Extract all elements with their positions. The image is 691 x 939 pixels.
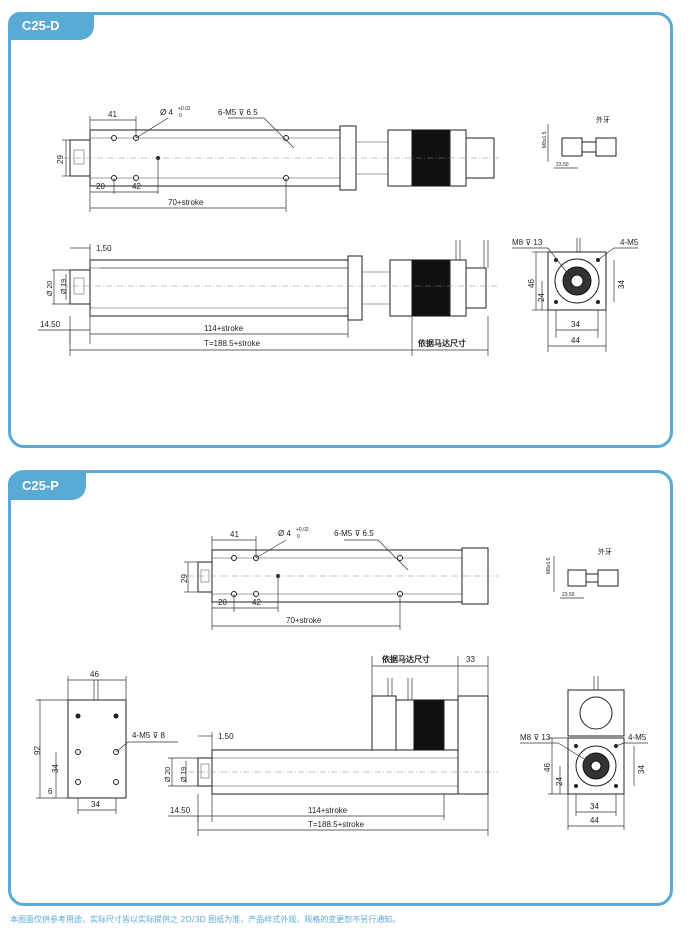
- dim-hole-tol: +0.02: [178, 106, 191, 112]
- dim-41: 41: [108, 110, 117, 119]
- dim-34-v: 34: [617, 280, 626, 289]
- dim-24-p: 24: [555, 777, 564, 786]
- dim-70-stroke: 70+stroke: [168, 198, 204, 207]
- dim-70-stroke-p: 70+stroke: [286, 616, 322, 625]
- dim-total-p: T=188.5+stroke: [308, 820, 365, 829]
- drawing-c25-p: 41 Ø 4 +0.02 0 6-M5 ⊽ 6.5 29 20 42 70+st…: [33, 527, 648, 836]
- dim-m5-holes-p: 6-M5 ⊽ 6.5: [334, 529, 374, 538]
- dim-4-m5-p: 4-M5: [628, 733, 647, 742]
- c25-d-top-view: 41 Ø 4 +0.02 0 6-M5 ⊽ 6.5 29 20 42 70+st…: [56, 106, 500, 212]
- dim-29: 29: [56, 155, 65, 164]
- dim-m8-p: M8 ⊽ 13: [520, 733, 551, 742]
- thread-spec: M8x1.5: [542, 131, 548, 148]
- dim-34-p-v: 34: [51, 764, 60, 773]
- dim-hole-tol-p: +0.02: [296, 527, 309, 533]
- dim-m5-8: 4-M5 ⊽ 8: [132, 731, 166, 740]
- panel-c25-d: [8, 12, 673, 448]
- dim-46-end-p: 46: [543, 763, 552, 772]
- footer-disclaimer: 本图面仅供参考用途，实际尺寸皆以实际提供之 2D/3D 图纸为准，产品样式外观、…: [10, 915, 401, 924]
- c25-p-end-view: M8 ⊽ 13 4-M5 46 24 34 34 44: [520, 676, 648, 830]
- c25-p-thread-detail: M8x1.5 外牙 23.50: [546, 547, 619, 599]
- dim-114-stroke: 114+stroke: [204, 324, 244, 333]
- dim-34-p-h: 34: [91, 800, 100, 809]
- panel-c25-p: [8, 470, 673, 906]
- c25-d-side-view: 1.50 Ø 20 Ø 19 14.50 114+stroke T=188.5+…: [38, 240, 498, 356]
- dim-46-p: 46: [90, 670, 99, 679]
- drawing-c25-d: 41 Ø 4 +0.02 0 6-M5 ⊽ 6.5 29 20 42 70+st…: [38, 106, 639, 356]
- dim-44-p: 44: [590, 816, 599, 825]
- c25-p-flange-view: 46 92 34 6 34 4-M5 ⊽ 8: [33, 670, 178, 814]
- c25-p-side-view: 依据马达尺寸 33 1.50 Ø 20 Ø 19 14.50 114+strok…: [165, 654, 498, 836]
- thread-label-p: 外牙: [598, 547, 612, 556]
- dim-phi19: Ø 19: [61, 279, 68, 294]
- dim-44: 44: [571, 336, 580, 345]
- mount-hole: [133, 175, 139, 181]
- dim-hole: Ø 4: [160, 108, 173, 117]
- dim-42-p: 42: [252, 598, 261, 607]
- dim-20-p: 20: [218, 598, 227, 607]
- dim-24: 24: [537, 293, 546, 302]
- dim-hole-tol0: 0: [179, 113, 182, 119]
- dim-hole-p: Ø 4: [278, 529, 291, 538]
- dim-42: 42: [132, 182, 141, 191]
- dim-total: T=188.5+stroke: [204, 339, 261, 348]
- dim-20: 20: [96, 182, 105, 191]
- dim-1-50-p: 1.50: [218, 732, 234, 741]
- dim-hole-tol0-p: 0: [297, 534, 300, 540]
- c25-p-top-view: 41 Ø 4 +0.02 0 6-M5 ⊽ 6.5 29 20 42 70+st…: [180, 527, 498, 630]
- thread-spec-p: M8x1.5: [546, 557, 552, 574]
- mount-hole: [283, 135, 289, 141]
- dim-34-end-h: 34: [590, 802, 599, 811]
- dim-34-h: 34: [571, 320, 580, 329]
- dim-phi20: Ø 20: [47, 281, 54, 296]
- dim-14-50-p: 14.50: [170, 806, 191, 815]
- c25-d-thread-detail: M8x1.5 外牙 23.50: [542, 115, 617, 169]
- dim-29-p: 29: [180, 574, 189, 583]
- dim-46: 46: [527, 279, 536, 288]
- panel-tab-c25-d: C25-D: [8, 12, 94, 40]
- mount-hole: [111, 135, 117, 141]
- panel-tab-c25-p: C25-P: [8, 472, 86, 500]
- thread-len-p: 23.50: [562, 592, 575, 598]
- dim-41-p: 41: [230, 530, 239, 539]
- dim-phi20-p: Ø 20: [165, 767, 172, 782]
- dim-phi19-p: Ø 19: [181, 767, 188, 782]
- thread-label: 外牙: [596, 115, 610, 124]
- c25-d-end-view: M8 ⊽ 13 4-M5 46 24 34 34 44: [512, 238, 639, 352]
- dim-14-50: 14.50: [40, 320, 61, 329]
- dim-motor-size-p: 依据马达尺寸: [382, 654, 430, 664]
- dim-m5-holes: 6-M5 ⊽ 6.5: [218, 108, 258, 117]
- dim-6: 6: [48, 787, 53, 796]
- dim-motor-size: 依据马达尺寸: [418, 338, 466, 348]
- dim-92: 92: [33, 746, 42, 755]
- dim-114-stroke-p: 114+stroke: [308, 806, 348, 815]
- dim-1-50: 1.50: [96, 244, 112, 253]
- thread-len: 23.50: [556, 162, 569, 168]
- dim-33: 33: [466, 655, 475, 664]
- dim-34-end-v: 34: [637, 765, 646, 774]
- dim-m8: M8 ⊽ 13: [512, 238, 543, 247]
- dim-4-m5: 4-M5: [620, 238, 639, 247]
